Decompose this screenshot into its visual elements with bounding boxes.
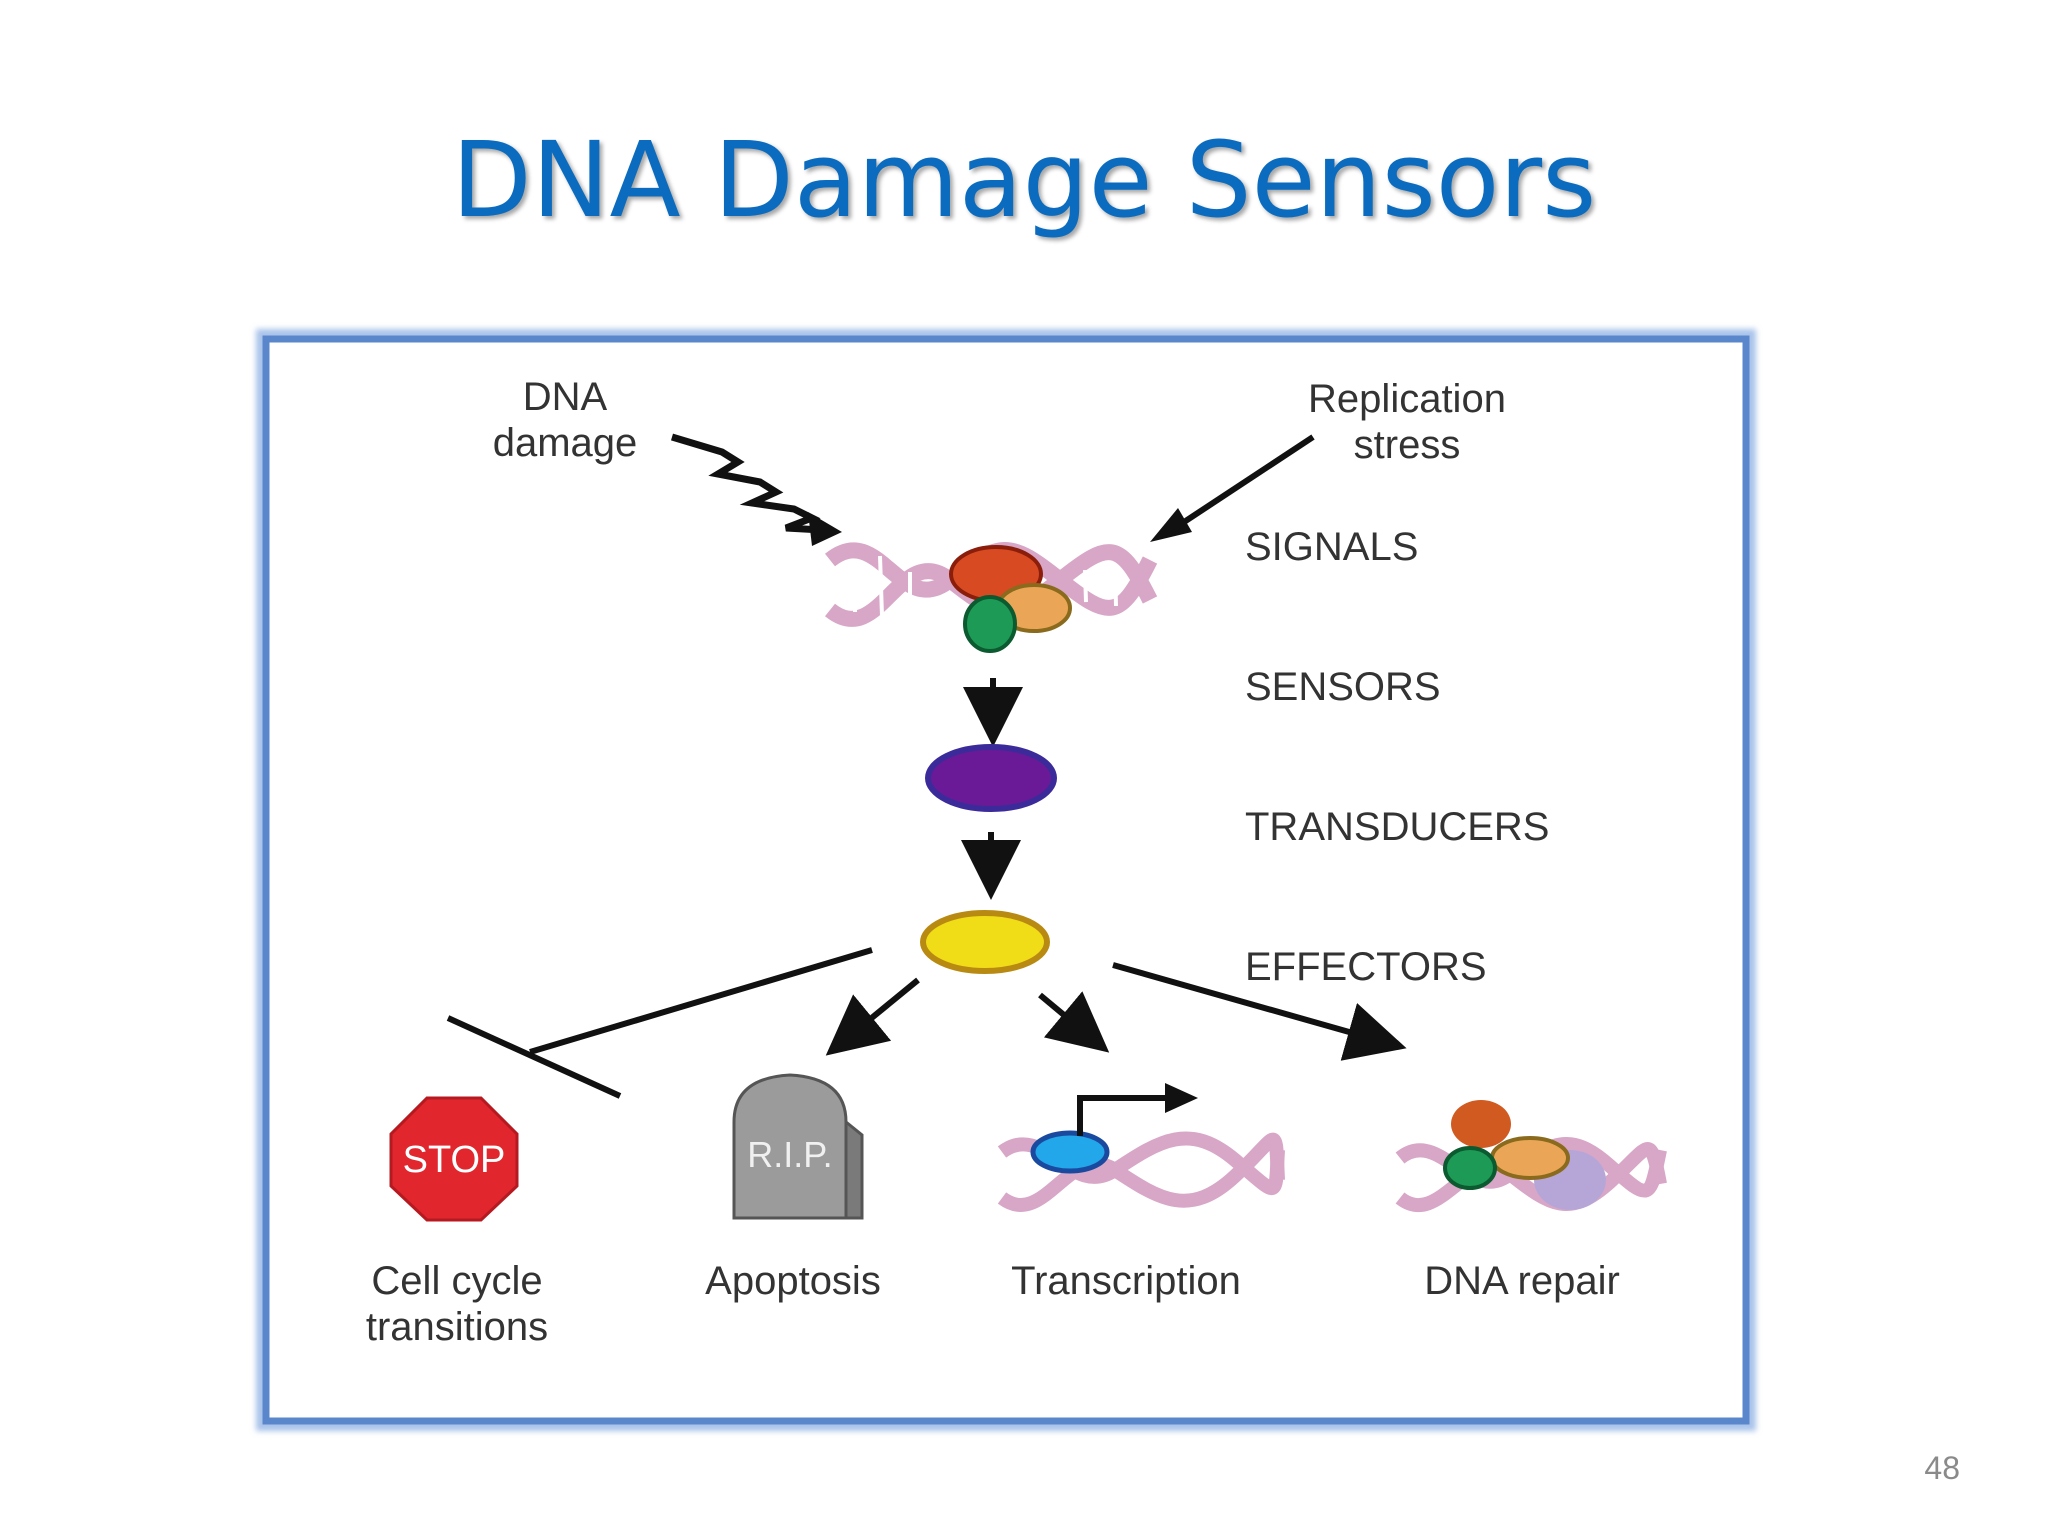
transcription-factor xyxy=(1030,1130,1110,1174)
tombstone-side xyxy=(844,1118,864,1220)
outcome-label-cell-cycle-line-1: Cell cycle xyxy=(371,1259,542,1303)
page-number: 48 xyxy=(1924,1450,1960,1486)
repair-protein-green xyxy=(1443,1146,1497,1190)
diagram-frame-glow xyxy=(256,329,1756,1431)
tombstone-icon xyxy=(732,1073,848,1220)
outcome-label-apoptosis: Apoptosis xyxy=(705,1259,881,1303)
apoptosis-arrow xyxy=(825,977,920,1056)
transcription-start-arrow xyxy=(1077,1095,1170,1136)
repair-protein-orange xyxy=(1490,1136,1570,1180)
replication-stress-label-line-1: Replication xyxy=(1308,377,1506,421)
transducer-protein xyxy=(925,744,1057,812)
stage-label-signals: SIGNALS xyxy=(1245,525,1418,569)
stop-sign-text: STOP xyxy=(403,1139,506,1181)
replication-stress-arrowhead xyxy=(1150,508,1192,542)
dna-damage-arrowhead xyxy=(808,512,842,546)
stop-sign-icon xyxy=(389,1096,519,1222)
stage-label-transducers: TRANSDUCERS xyxy=(1245,805,1549,849)
outcome-label-transcription: Transcription xyxy=(1011,1259,1241,1303)
transcription-arrow xyxy=(1038,991,1110,1053)
replication-stress-arrow xyxy=(1176,434,1315,529)
outcome-label-dna-repair: DNA repair xyxy=(1424,1259,1620,1303)
tombstone-text: R.I.P. xyxy=(747,1134,832,1175)
stage-label-sensors: SENSORS xyxy=(1245,665,1441,709)
effector-protein xyxy=(920,910,1050,974)
outcome-label-cell-cycle-line-2: transitions xyxy=(366,1305,548,1349)
sensor-protein-green xyxy=(963,595,1017,653)
dna-damage-zigzag-arrow xyxy=(670,433,823,534)
inhibition-line xyxy=(529,947,873,1055)
transcription-arrowhead xyxy=(1165,1083,1198,1113)
dna-repair-arrow xyxy=(1112,962,1407,1061)
stage-label-effectors: EFFECTORS xyxy=(1245,945,1487,989)
replication-stress-label-line-2: stress xyxy=(1354,423,1461,467)
dna-damage-label-line-2: damage xyxy=(493,421,638,465)
dna-damage-label-line-1: DNA xyxy=(523,375,608,419)
repair-protein-red xyxy=(1451,1100,1511,1148)
slide-title: DNA Damage Sensors xyxy=(451,119,1597,241)
inhibition-bar xyxy=(446,1015,622,1099)
